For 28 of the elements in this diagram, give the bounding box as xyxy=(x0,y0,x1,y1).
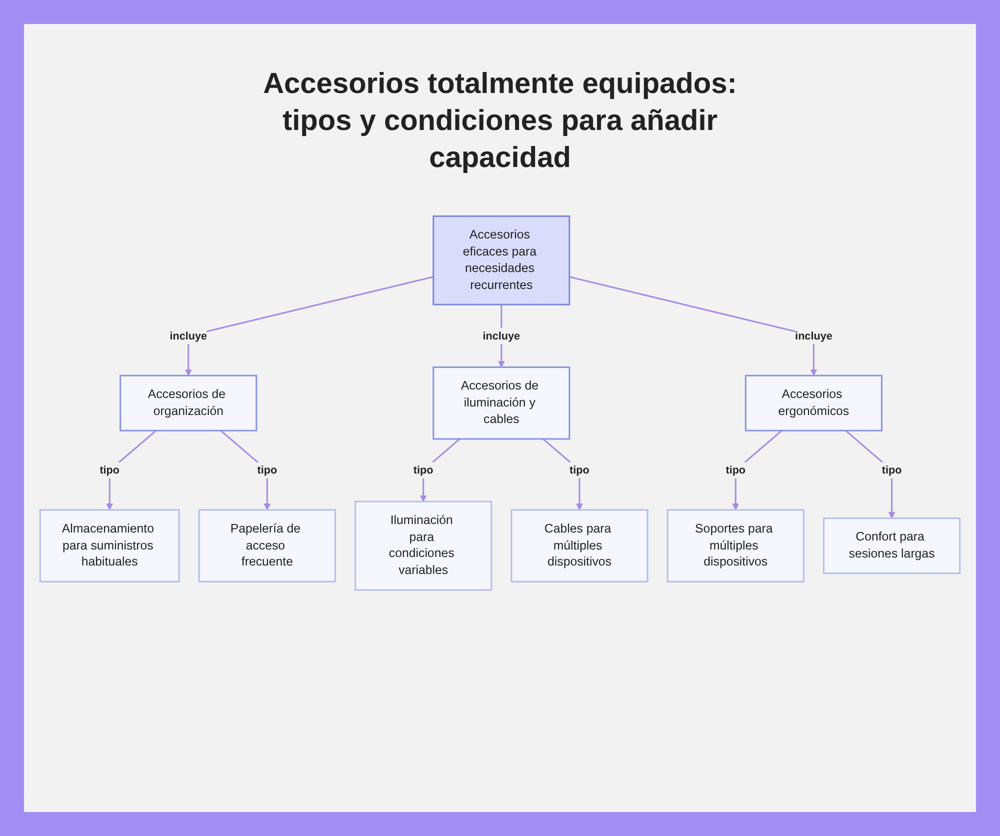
arrow xyxy=(420,438,460,502)
edge-label: tipo xyxy=(726,464,746,476)
node-box: Iluminación para condiciones variables xyxy=(354,500,492,591)
edge-label: tipo xyxy=(413,464,434,476)
arrow xyxy=(732,430,782,510)
edge-label: tipo xyxy=(570,464,590,476)
node-box: Accesorios eficaces para necesidades recurrentes xyxy=(432,215,570,306)
arrow xyxy=(569,276,818,376)
edge-label: incluye xyxy=(482,329,520,342)
edge-label: tipo xyxy=(100,464,120,476)
node-box: Papelería de acceso frecuente xyxy=(198,509,336,582)
edge-label: incluye xyxy=(170,329,208,342)
node-box: Cables para múltiples dispositivos xyxy=(510,509,648,582)
node-box: Accesorios de organización xyxy=(120,374,258,432)
arrow xyxy=(185,276,434,376)
arrow xyxy=(106,430,157,510)
diagram-title: Accesorios totalmente equipados: tipos y condiciones para añadir capacidad xyxy=(262,67,738,176)
arrow xyxy=(845,430,896,519)
node-box: Soportes para múltiples dispositivos xyxy=(666,509,804,582)
edge-label: tipo xyxy=(257,464,278,476)
node-box: Accesorios ergonómicos xyxy=(744,374,882,432)
arrow xyxy=(220,430,271,510)
edge-label: tipo xyxy=(882,464,902,476)
node-box: Almacenamiento para suministros habituales xyxy=(39,509,180,582)
node-box: Confort para sesiones largas xyxy=(822,517,961,574)
arrow xyxy=(542,438,583,510)
edge-label: incluye xyxy=(795,329,832,342)
node-box: Accesorios de iluminación y cables xyxy=(432,366,570,440)
